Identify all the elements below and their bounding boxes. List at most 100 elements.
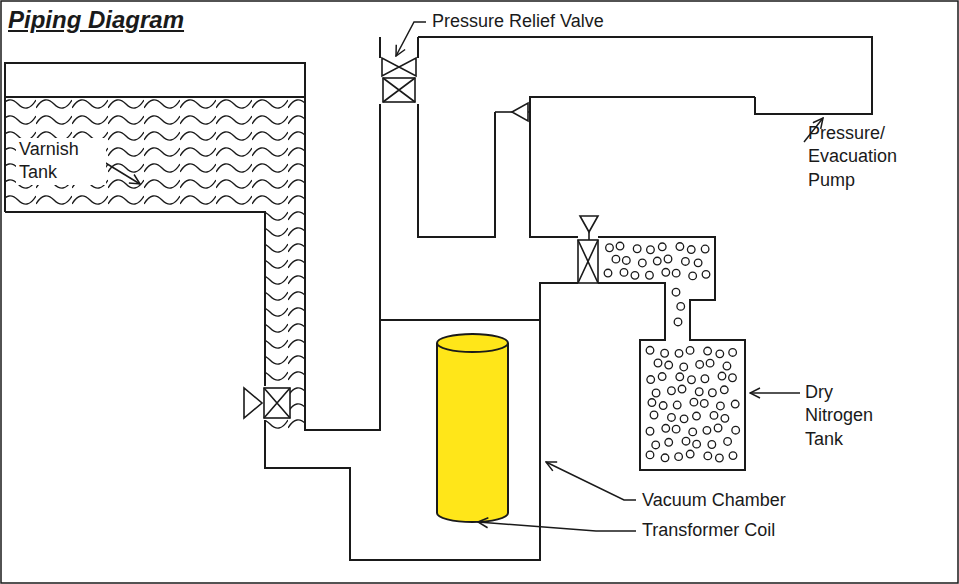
bubble [676,243,684,251]
bubble [672,288,680,296]
bubble [652,441,660,449]
bubble [686,347,694,355]
relief-valve [382,58,416,102]
branch-valve [495,103,530,121]
part-label: Varnish Tank [16,138,106,185]
bubble [623,257,631,265]
bubble [616,242,624,250]
branch-wall [418,104,495,237]
bubble [720,386,728,394]
bubble [696,361,704,369]
pump-body [755,37,872,114]
leader-line [478,522,636,531]
chamber-top [380,319,540,321]
leader-line [750,392,800,394]
bubble [708,441,716,449]
column-wall [379,37,381,58]
bubble [710,412,718,420]
bubble [732,426,740,434]
bubble [658,373,666,381]
leader-line [546,462,636,500]
bubble [652,389,660,397]
valves [244,58,598,418]
bubble [709,389,717,397]
bubble [701,375,709,383]
bubble [668,414,676,422]
bubble [604,269,612,277]
pipes [5,37,872,560]
bubble [661,349,669,357]
bubble [673,401,681,409]
bubble [723,362,731,370]
bubble [675,453,683,461]
bubble [665,361,673,369]
transformer-coil [437,334,508,522]
bubble [695,388,703,396]
bubble [646,271,654,279]
pump-pipe [418,36,755,38]
bubble [654,359,662,367]
bubble [647,246,655,254]
bubble [703,427,711,435]
bubble [633,245,641,253]
bubble [716,454,724,462]
bubble [648,399,656,407]
bubble [701,245,709,253]
bubble [693,440,701,448]
bubble [659,402,667,410]
leader-lines [104,22,823,531]
bubble [639,259,647,267]
diagram-title: Piping Diagram [8,6,184,34]
bubble [678,385,686,393]
bubble [662,425,670,433]
bubble [688,376,696,384]
bubble [680,363,688,371]
bubble [690,398,698,406]
bubble [680,415,688,423]
bubble [714,424,722,432]
bubble [672,425,680,433]
nitrogen-valve [578,216,598,283]
bubble [606,244,614,252]
bubble [662,269,670,277]
bubble [612,255,620,263]
bubble [689,272,697,280]
varnish-surface [5,96,305,98]
bubble [731,400,739,408]
bubble [650,411,658,419]
nitrogen-bubbles [604,242,739,462]
pump-pipe [530,97,755,237]
bubble [620,269,628,277]
bubble [658,243,666,251]
bubble [664,255,672,263]
bubble [718,372,726,380]
bubble [647,376,655,384]
bubble [653,257,661,265]
bubble [694,259,702,267]
bubble [682,437,690,445]
bubble [700,400,708,408]
bubble [689,428,697,436]
bubble [674,318,682,326]
bubble [702,271,710,279]
bubble [706,359,714,367]
bubble [646,451,654,459]
bubble [724,438,732,446]
part-label: Dry Nitrogen Tank [805,381,889,451]
bubble [661,454,669,462]
part-label: Transformer Coil [642,519,775,542]
bubble [704,347,712,355]
bubble [665,439,673,447]
bubble [646,427,654,435]
bubble [704,452,712,460]
leader-line [396,22,426,56]
bubble [675,350,683,358]
bubble [687,246,695,254]
part-label: Vacuum Chamber [642,489,786,512]
nitrogen-tank [598,237,745,470]
part-label: Pressure Relief Valve [432,10,604,33]
